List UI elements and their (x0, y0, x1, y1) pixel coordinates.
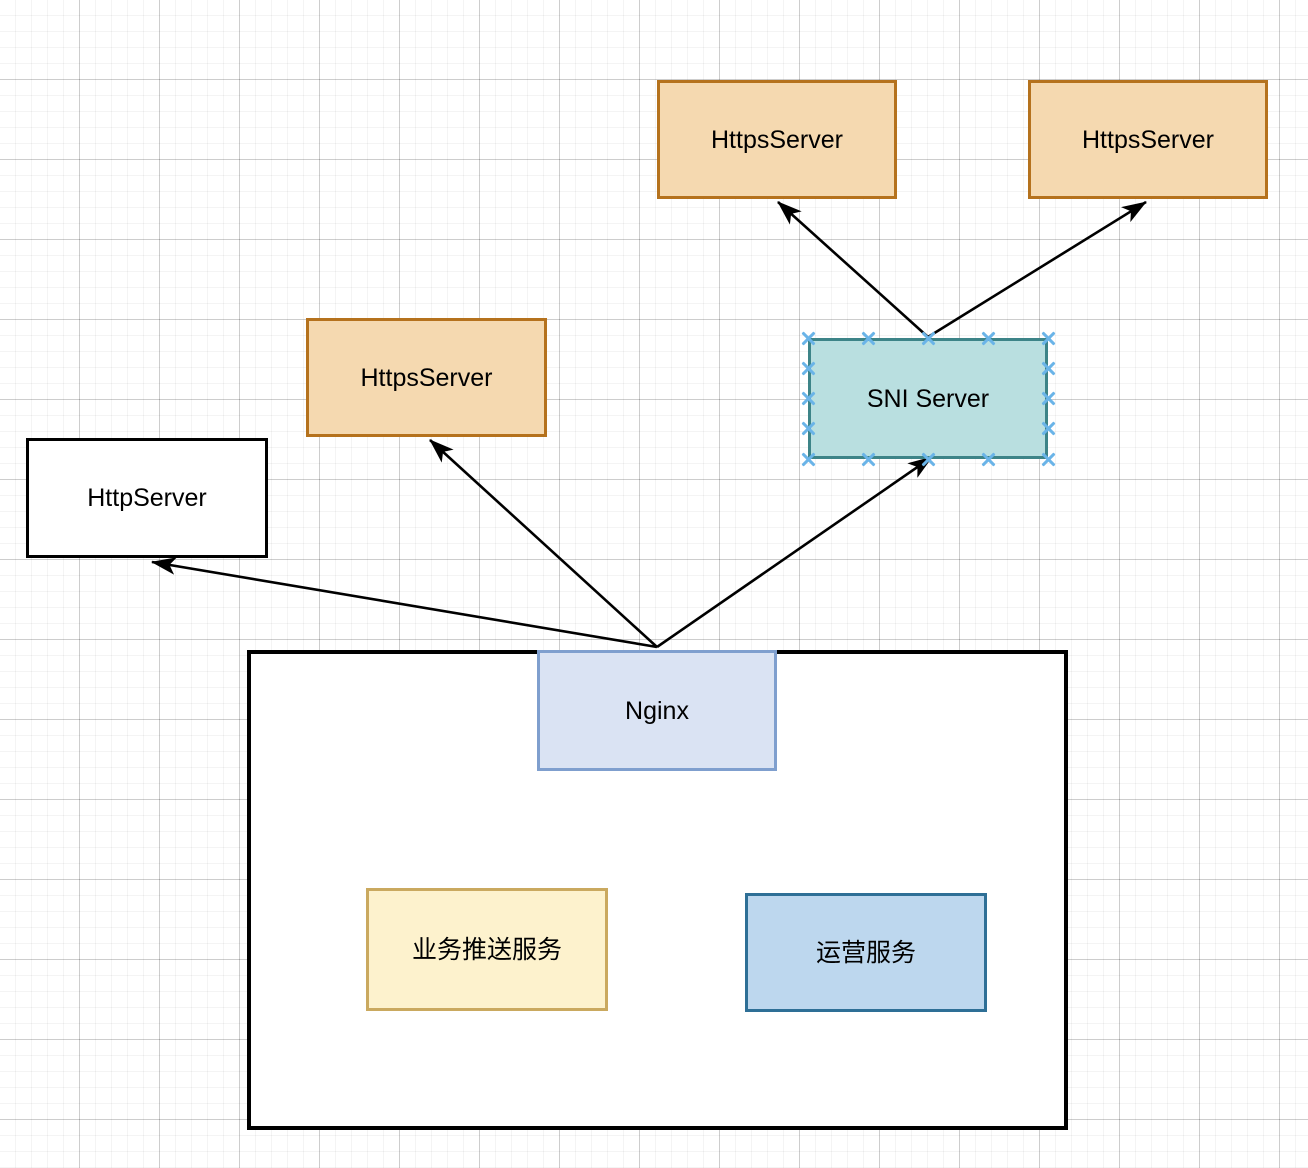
node-label: HttpServer (87, 484, 207, 512)
node-nginx[interactable]: Nginx (537, 650, 777, 771)
connection-point-handle[interactable] (980, 451, 997, 468)
node-https-server-mid-left[interactable]: HttpsServer (306, 318, 547, 437)
node-label: 运营服务 (815, 938, 916, 967)
connection-point-handle[interactable] (800, 330, 817, 347)
connection-point-handle[interactable] (800, 451, 817, 468)
connection-point-handle[interactable] (1040, 330, 1057, 347)
connection-point-handle[interactable] (1040, 420, 1057, 437)
node-sni-server[interactable]: SNI Server (808, 338, 1048, 459)
connection-point-handle[interactable] (860, 451, 877, 468)
node-operations-service[interactable]: 运营服务 (745, 893, 987, 1012)
connection-point-handle[interactable] (860, 330, 877, 347)
connection-point-handle[interactable] (1040, 390, 1057, 407)
node-http-server[interactable]: HttpServer (26, 438, 268, 558)
connection-point-handle[interactable] (800, 360, 817, 377)
connection-point-handle[interactable] (800, 390, 817, 407)
edge-sni-to-https-top-center[interactable] (777, 201, 929, 338)
node-label: HttpsServer (360, 363, 493, 392)
node-label: Nginx (625, 696, 689, 725)
edge-sni-to-https-top-right[interactable] (927, 200, 1147, 339)
edge-nginx-to-http-server[interactable] (150, 557, 658, 649)
node-business-push-service[interactable]: 业务推送服务 (366, 888, 608, 1011)
connection-point-handle[interactable] (980, 330, 997, 347)
node-https-server-top-right[interactable]: HttpsServer (1028, 80, 1268, 199)
node-label: HttpsServer (1082, 125, 1214, 154)
connection-point-handle[interactable] (920, 451, 937, 468)
node-https-server-top-center[interactable]: HttpsServer (657, 80, 897, 199)
connection-point-handle[interactable] (1040, 360, 1057, 377)
node-label: HttpsServer (711, 125, 843, 154)
connection-point-handle[interactable] (920, 330, 937, 347)
edge-nginx-to-https-mid-left[interactable] (429, 439, 658, 648)
node-label: 业务推送服务 (411, 935, 562, 964)
node-label: SNI Server (866, 384, 990, 413)
connection-point-handle[interactable] (1040, 451, 1057, 468)
connection-point-handle[interactable] (800, 420, 817, 437)
edge-nginx-to-sni-server[interactable] (656, 455, 933, 649)
